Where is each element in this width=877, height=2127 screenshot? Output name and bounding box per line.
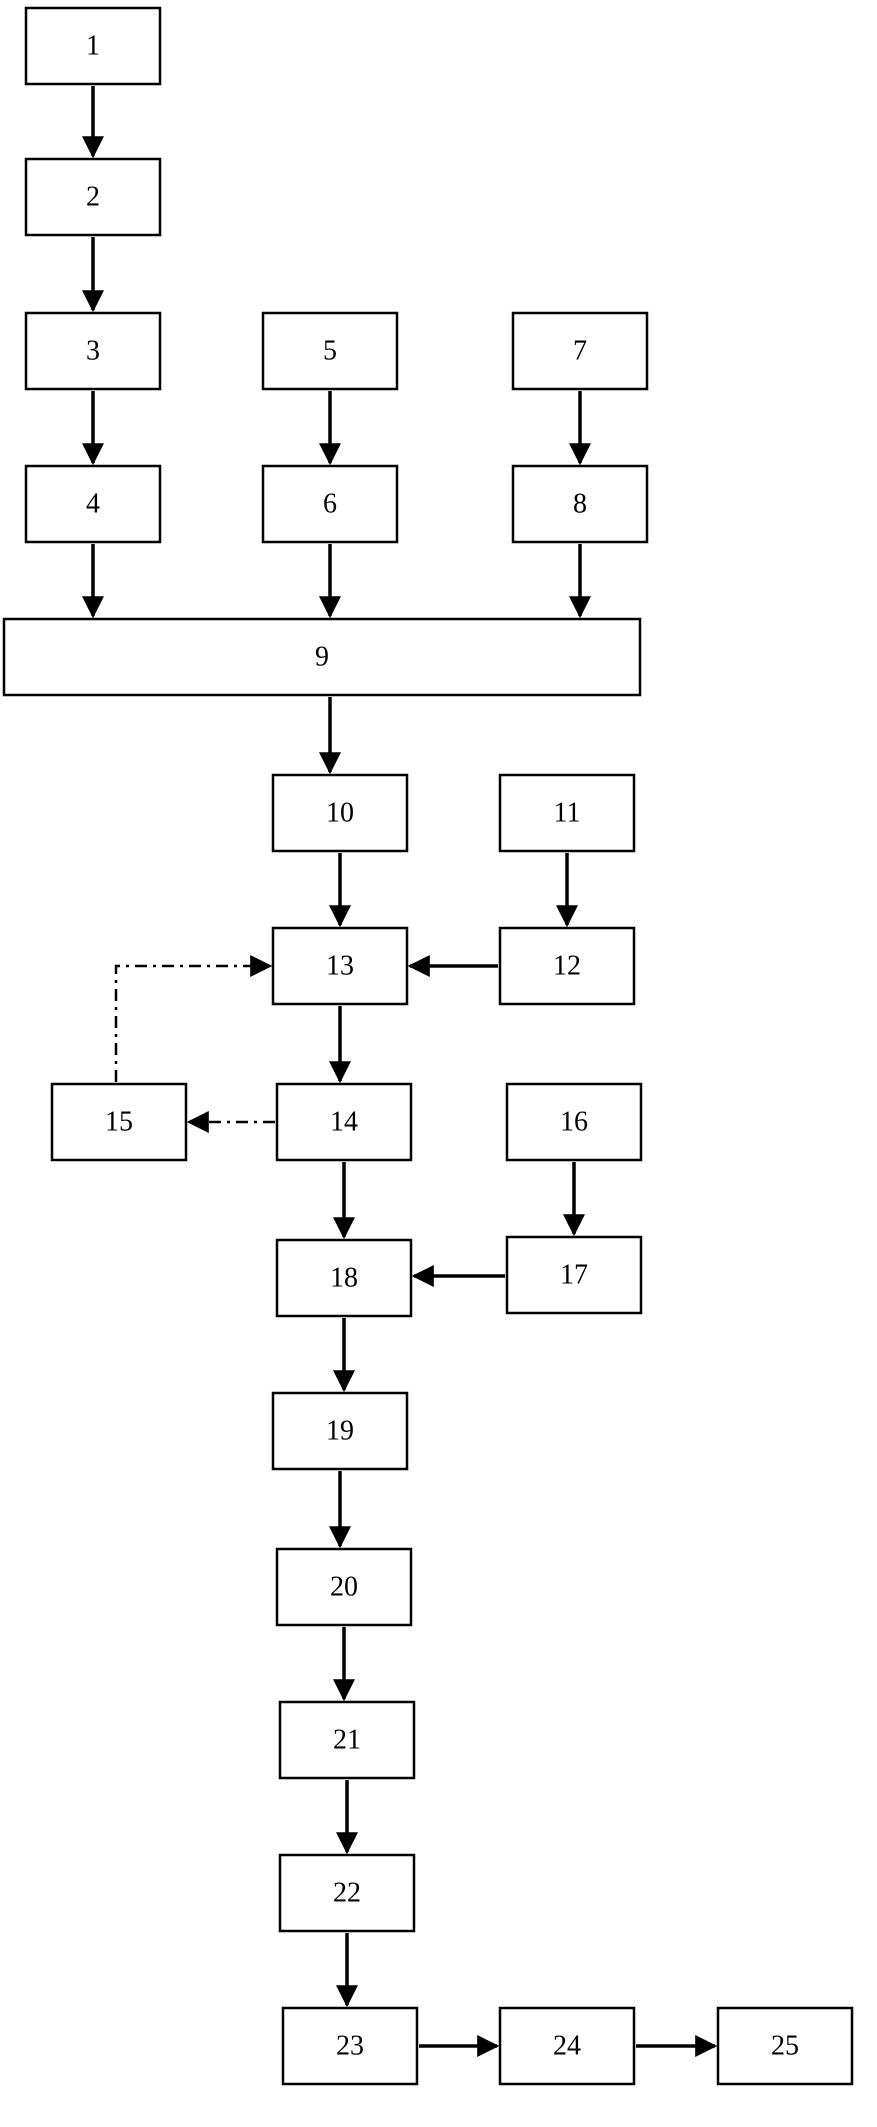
node-12: 12	[498, 926, 636, 1006]
node-box-20	[275, 1547, 413, 1627]
node-label-2: 2	[86, 182, 100, 213]
node-11: 11	[498, 773, 636, 853]
node-label-24: 24	[553, 2031, 581, 2062]
node-box-2	[24, 157, 162, 237]
edge-15-to-13	[114, 955, 273, 1082]
node-label-4: 4	[86, 489, 100, 520]
node-label-10: 10	[326, 798, 354, 829]
node-box-19	[271, 1391, 409, 1471]
node-21: 21	[278, 1700, 416, 1780]
node-label-21: 21	[333, 1725, 361, 1756]
node-label-20: 20	[330, 1572, 358, 1603]
node-4: 4	[24, 464, 162, 544]
node-box-16	[505, 1082, 643, 1162]
node-1: 1	[24, 6, 162, 86]
node-10: 10	[271, 773, 409, 853]
node-box-22	[278, 1853, 416, 1933]
node-label-5: 5	[323, 336, 337, 367]
node-box-18	[275, 1238, 413, 1318]
node-label-15: 15	[105, 1107, 133, 1138]
node-label-13: 13	[326, 951, 354, 982]
node-15: 15	[50, 1082, 188, 1162]
node-label-12: 12	[553, 951, 581, 982]
node-box-3	[24, 311, 162, 391]
node-label-11: 11	[554, 798, 581, 829]
node-box-13	[271, 926, 409, 1006]
edges-layer	[82, 86, 718, 2057]
node-2: 2	[24, 157, 162, 237]
node-box-15	[50, 1082, 188, 1162]
node-25: 25	[716, 2006, 854, 2086]
node-label-8: 8	[573, 489, 587, 520]
node-13: 13	[271, 926, 409, 1006]
node-label-7: 7	[573, 336, 587, 367]
node-16: 16	[505, 1082, 643, 1162]
node-box-8	[511, 464, 649, 544]
node-20: 20	[275, 1547, 413, 1627]
node-label-22: 22	[333, 1878, 361, 1909]
node-box-6	[261, 464, 399, 544]
node-box-21	[278, 1700, 416, 1780]
node-23: 23	[281, 2006, 419, 2086]
node-label-19: 19	[326, 1416, 354, 1447]
node-box-7	[511, 311, 649, 391]
node-box-10	[271, 773, 409, 853]
node-box-24	[498, 2006, 636, 2086]
node-8: 8	[511, 464, 649, 544]
node-label-9: 9	[315, 642, 329, 673]
node-label-3: 3	[86, 336, 100, 367]
node-6: 6	[261, 464, 399, 544]
node-box-12	[498, 926, 636, 1006]
node-label-23: 23	[336, 2031, 364, 2062]
node-box-23	[281, 2006, 419, 2086]
node-14: 14	[275, 1082, 413, 1162]
node-box-5	[261, 311, 399, 391]
node-label-18: 18	[330, 1263, 358, 1294]
node-box-14	[275, 1082, 413, 1162]
node-9: 9	[2, 617, 642, 697]
node-label-1: 1	[86, 31, 100, 62]
node-17: 17	[505, 1235, 643, 1315]
node-22: 22	[278, 1853, 416, 1933]
node-5: 5	[261, 311, 399, 391]
node-box-4	[24, 464, 162, 544]
node-box-9	[2, 617, 642, 697]
node-19: 19	[271, 1391, 409, 1471]
node-label-17: 17	[560, 1260, 588, 1291]
node-label-25: 25	[771, 2031, 799, 2062]
node-box-11	[498, 773, 636, 853]
node-box-25	[716, 2006, 854, 2086]
node-box-17	[505, 1235, 643, 1315]
node-7: 7	[511, 311, 649, 391]
node-3: 3	[24, 311, 162, 391]
node-18: 18	[275, 1238, 413, 1318]
node-24: 24	[498, 2006, 636, 2086]
node-box-1	[24, 6, 162, 86]
node-label-14: 14	[330, 1107, 358, 1138]
node-label-6: 6	[323, 489, 337, 520]
node-label-16: 16	[560, 1107, 588, 1138]
